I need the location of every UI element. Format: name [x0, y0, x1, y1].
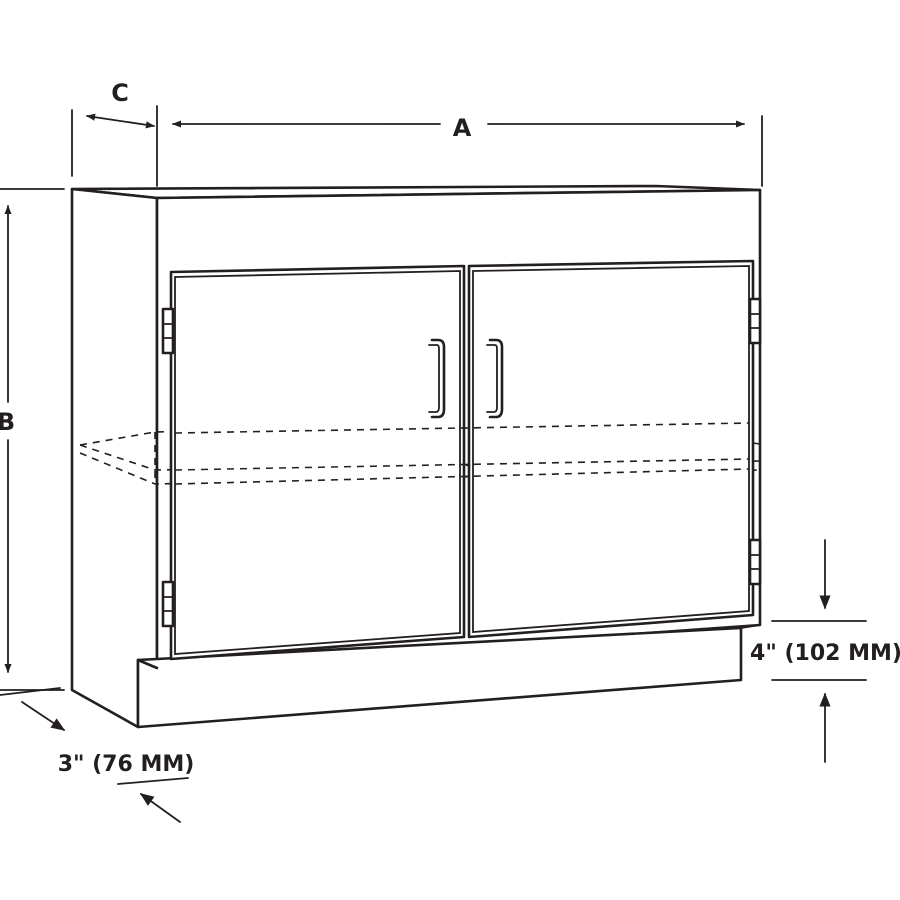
dimension-c-label: C — [111, 79, 129, 107]
left-door-handle — [428, 338, 446, 419]
dimension-b-label: B — [0, 408, 15, 436]
dimension-a-label: A — [453, 114, 472, 142]
toe-kick-height-label: 4" (102 MM) — [750, 641, 900, 666]
dimension-c: C — [71, 79, 155, 177]
hinges — [161, 297, 762, 628]
left-door — [169, 264, 466, 661]
cabinet-side-panel — [70, 187, 159, 729]
right-door-handle — [486, 338, 504, 419]
toe-kick-depth-label: 3" (76 MM) — [58, 752, 195, 777]
dimension-toe-kick-depth: 3" (76 MM) — [0, 687, 195, 823]
right-door — [467, 259, 755, 639]
dimension-b: B — [0, 188, 65, 691]
dimension-a: A — [156, 105, 763, 187]
toe-kick — [136, 626, 743, 729]
dimension-toe-kick-height: 4" (102 MM) — [750, 539, 900, 763]
shelf-hidden-lines — [174, 422, 750, 485]
